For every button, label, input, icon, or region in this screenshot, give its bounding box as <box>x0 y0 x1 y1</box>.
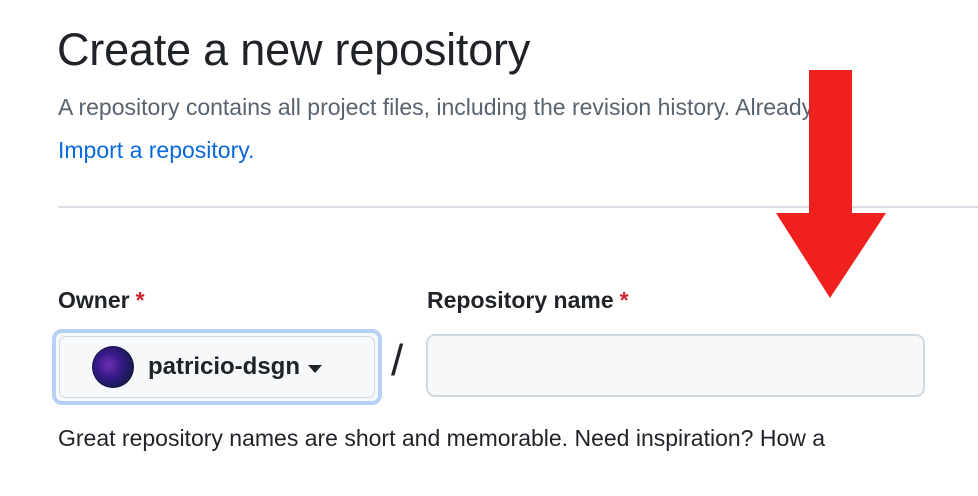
owner-select-button[interactable]: patricio-dsgn <box>52 329 382 405</box>
owner-repo-separator: / <box>391 336 404 385</box>
repository-name-hint: Great repository names are short and mem… <box>58 425 826 451</box>
owner-label: Owner* <box>58 287 145 314</box>
owner-label-text: Owner <box>58 287 130 313</box>
section-divider <box>58 206 978 208</box>
arrow-down-icon <box>776 70 886 298</box>
page-description: A repository contains all project files,… <box>58 94 814 120</box>
owner-select-inner[interactable]: patricio-dsgn <box>59 336 375 398</box>
owner-avatar <box>92 346 134 388</box>
repository-name-label: Repository name* <box>427 287 629 314</box>
repository-name-label-text: Repository name <box>427 287 614 313</box>
import-repository-link[interactable]: Import a repository. <box>58 137 255 163</box>
repository-name-input[interactable] <box>426 334 925 397</box>
chevron-down-icon <box>308 364 323 373</box>
repository-name-required-marker: * <box>619 287 629 313</box>
owner-required-marker: * <box>135 287 145 313</box>
owner-name: patricio-dsgn <box>148 353 301 380</box>
annotation-arrow-shape <box>776 70 886 298</box>
page-title: Create a new repository <box>57 24 531 75</box>
